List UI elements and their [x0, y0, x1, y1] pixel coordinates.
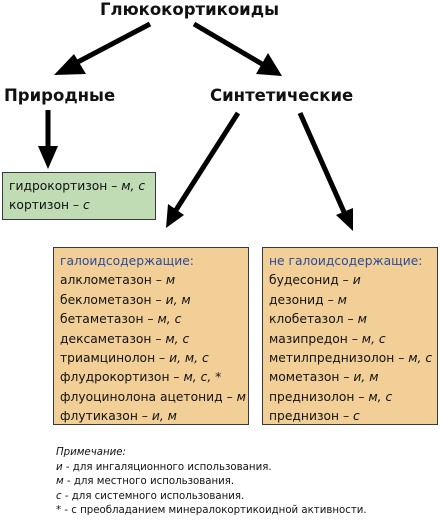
diagram-title: Глюкокортикоиды [100, 0, 279, 19]
natural-box: гидрокортизон – м, с кортизон – с [2, 172, 156, 220]
arrow-root-to-synthetic [192, 21, 264, 67]
list-item: бетаметазон – м, с [60, 312, 182, 327]
list-item: преднизон – с [269, 409, 360, 424]
list-item: флуоцинолона ацетонид – м [60, 389, 246, 404]
list-item: клобетазол – м [269, 312, 367, 327]
arrowhead-natural [54, 54, 86, 75]
synthetic-label: Синтетические [210, 86, 354, 105]
arrowhead-synthetic [256, 53, 282, 76]
list-item: флутиказон – и, м [60, 409, 177, 424]
list-item: метилпреднизолон – м, с [269, 351, 433, 366]
arrowhead-natural-box [38, 146, 58, 169]
note-line: * - с преобладанием минералокортикоидной… [56, 505, 367, 517]
nonhalogen-header: не галоидсодержащие: [269, 254, 423, 268]
list-item: гидрокортизон – м, с [9, 179, 146, 193]
note-line: с - для системного использования. [56, 490, 245, 502]
list-item: кортизон – с [9, 198, 90, 213]
list-item: флудрокортизон – м, с, * [60, 370, 222, 385]
list-item: беклометазон – и, м [60, 292, 191, 307]
arrow-synthetic-to-nonhalogen [297, 111, 347, 214]
halogen-box: галоидсодержащие: алклометазон – м бекло… [53, 247, 249, 425]
list-item: алклометазон – м [60, 273, 176, 288]
arrowhead-halogen [166, 204, 184, 228]
arrow-root-to-natural [72, 21, 152, 67]
legend-note: Примечание: и - для ингаляционного испол… [56, 446, 367, 519]
list-item: мазипредон – м, с [269, 331, 386, 346]
note-title: Примечание: [56, 447, 126, 458]
arrow-synthetic-to-halogen [173, 111, 241, 212]
arrowhead-nonhalogen [336, 208, 353, 231]
natural-label: Природные [4, 86, 116, 105]
note-line: и - для ингаляционного использования. [56, 461, 272, 473]
halogen-header: галоидсодержащие: [60, 254, 194, 268]
list-item: будесонид – и [269, 273, 361, 288]
list-item: дезонид – м [269, 292, 347, 307]
list-item: преднизолон – м, с [269, 389, 393, 404]
list-item: мометазон – и, м [269, 370, 379, 385]
list-item: дексаметазон – м, с [60, 331, 190, 346]
list-item: триамцинолон – и, м, с [60, 351, 209, 366]
nonhalogen-box: не галоидсодержащие: будесонид – и дезон… [262, 247, 438, 425]
note-line: м - для местного использования. [56, 476, 235, 488]
